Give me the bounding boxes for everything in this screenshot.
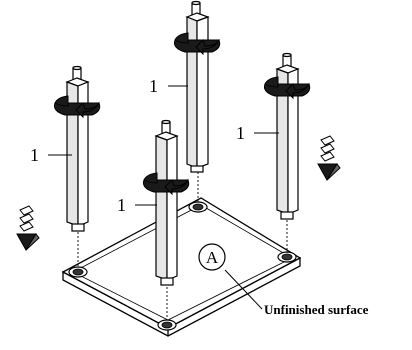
standoff-back [185, 0, 210, 173]
callout-1-front: 1 [117, 195, 126, 215]
callout-1-back: 1 [149, 76, 158, 96]
callout-1-left: 1 [30, 145, 39, 165]
plate-marker: A [198, 243, 226, 271]
rotation-arrow-icon [264, 76, 311, 100]
rotation-arrow-icon [174, 32, 221, 56]
down-arrow-icon [16, 205, 40, 251]
down-arrow-icon [317, 135, 341, 181]
hole-bottom [157, 319, 177, 331]
unfinished-surface-label: Unfinished surface [264, 302, 369, 317]
hole-left [68, 266, 88, 278]
callout-1-right: 1 [236, 123, 245, 143]
rotation-arrow-icon [143, 172, 190, 196]
callout-leaders [48, 85, 279, 310]
standoff-front [154, 119, 179, 286]
alignment-lines [77, 172, 288, 320]
standoff-right [275, 52, 300, 220]
standoff-left [65, 65, 90, 232]
hole-right [277, 251, 297, 263]
hole-top [188, 201, 208, 213]
rotation-arrow-icon [54, 95, 101, 119]
plate-marker-letter: A [206, 248, 219, 267]
